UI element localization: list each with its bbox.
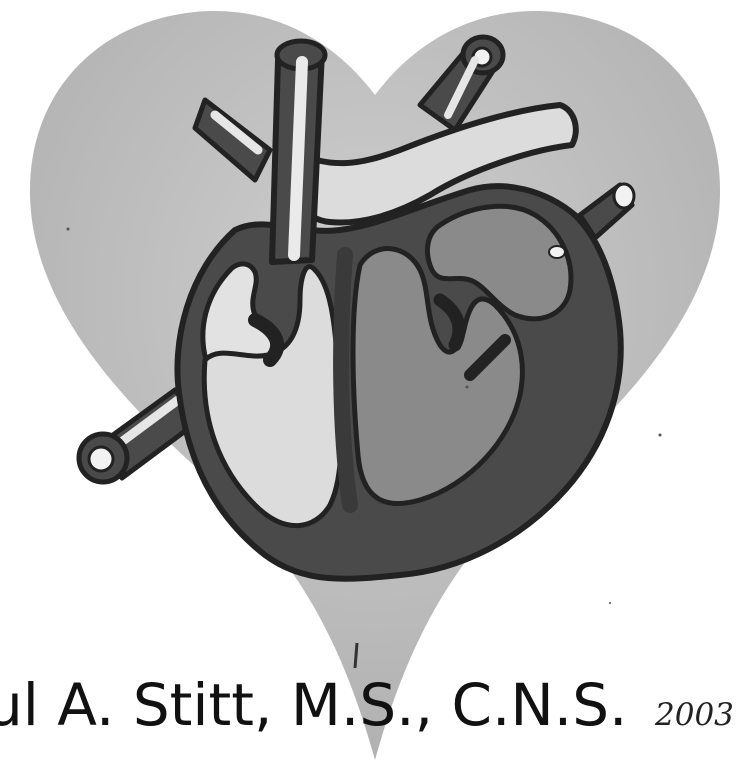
septum	[341, 255, 350, 505]
year-annotation: 2003	[655, 700, 734, 731]
pulmonary-opening	[549, 246, 565, 258]
author-caption: ul A. Stitt, M.S., C.N.S.	[0, 676, 627, 734]
